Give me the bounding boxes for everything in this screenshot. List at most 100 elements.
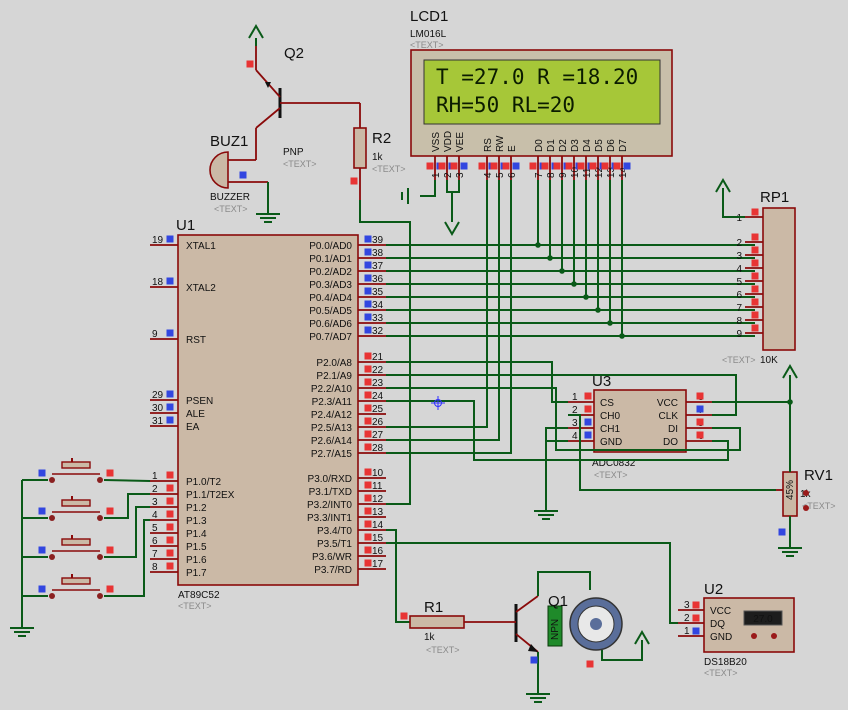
lcd-pin-name: D7 (618, 139, 629, 152)
r1-ref: R1 (424, 599, 443, 616)
u1-right-pin-name: P3.1/TXD (309, 487, 352, 498)
u3-left-pin-name: CH1 (600, 424, 620, 435)
button-contact (97, 515, 103, 521)
u3-part: ADC0832 (592, 458, 636, 469)
p0-lcd-junction (571, 281, 577, 287)
u1-right-pin-name: P0.2/AD2 (309, 267, 352, 278)
rv1-ref: RV1 (804, 467, 833, 484)
lcd-pin-state (623, 162, 631, 170)
u1-right-pin-name: P2.3/A11 (312, 397, 353, 408)
u3-right-pin-state (696, 392, 704, 400)
u1-right-pin-number: 35 (372, 287, 384, 298)
motor-top-wire (537, 571, 591, 596)
u3-left-pin-name: GND (600, 437, 622, 448)
button-contact (97, 477, 103, 483)
u1-ref: U1 (176, 217, 195, 234)
lcd-pin-state (577, 162, 585, 170)
lcd-pin-number: 2 (443, 172, 454, 178)
rv1-text-tag: <TEXT> (802, 501, 836, 511)
u3-left-pin-name: CS (600, 398, 614, 409)
u1-right-pin-name: P0.4/AD4 (309, 293, 352, 304)
u1-right-pin-name: P0.6/AD6 (309, 319, 352, 330)
u1-right-pin-number: 34 (372, 300, 384, 311)
u1-right-pin-number: 24 (372, 391, 384, 402)
u1-left-pin-name: P1.3 (186, 516, 207, 527)
p0-lcd-junction (619, 333, 625, 339)
u3-left-pin-state (584, 392, 592, 400)
u3-right-pin-state (696, 418, 704, 426)
q2-pin-state (246, 60, 254, 68)
u1-left-pin-state (166, 235, 174, 243)
button-pin-state (38, 469, 46, 477)
lcd-pin-state (490, 162, 498, 170)
lcd-pin-name: D1 (546, 139, 557, 152)
r2-to-p3-wire (359, 200, 411, 505)
r1-value: 1k (424, 632, 436, 643)
u1-right-pin-number: 13 (372, 507, 384, 518)
u1-right-pin-state (364, 274, 372, 282)
adc-cs-wire (386, 361, 568, 403)
u1-right-pin-state (364, 494, 372, 502)
q1-pin-state (530, 656, 538, 664)
button-2-cap (61, 499, 91, 507)
u1-left-pin-state (166, 510, 174, 518)
q1-label: NPN (550, 619, 561, 640)
u2-pin-state (692, 627, 700, 635)
u1-left-pin-number: 4 (152, 510, 158, 521)
rp1-pin-number: 9 (736, 329, 742, 340)
u1-left-pin-state (166, 471, 174, 479)
lcd-pin-state (478, 162, 486, 170)
u1-left-pin-name: PSEN (186, 396, 213, 407)
u1-right-pin-number: 10 (372, 468, 384, 479)
buzzer-ref: BUZ1 (210, 133, 248, 150)
u2-pin-name: VCC (710, 606, 731, 617)
u2-pin-state (692, 614, 700, 622)
u1-right-pin-number: 26 (372, 417, 384, 428)
u3-ref: U3 (592, 373, 611, 390)
button-contact (49, 554, 55, 560)
u1-left-pin-state (166, 403, 174, 411)
u1-right-pin-state (364, 443, 372, 451)
button-pin-state (38, 507, 46, 515)
lcd-pin-number: 1 (431, 172, 442, 178)
rp1-text-tag: <TEXT> (722, 355, 756, 365)
rp1-pin-number: 5 (736, 277, 742, 288)
rp1-pin1-wire (722, 188, 745, 218)
lcd-pin-number: 8 (546, 172, 557, 178)
u1-right-pin-state (364, 235, 372, 243)
u1-left-pin-number: 5 (152, 523, 158, 534)
u1-left-pin-number: 29 (152, 390, 164, 401)
lcd-screen (423, 59, 661, 125)
u3-left-pin-number: 1 (572, 392, 578, 403)
rv1-pin-state (778, 528, 786, 536)
lcd-e-wire (386, 180, 512, 454)
u1-right-pin-number: 37 (372, 261, 384, 272)
u2-pin-number: 3 (684, 600, 690, 611)
u1-right-pin-state (364, 378, 372, 386)
lcd-pin-state (450, 162, 458, 170)
p1-2-wire (104, 506, 150, 558)
lcd-pin-number: 9 (558, 172, 569, 178)
rp1-value: 10K (760, 355, 778, 366)
u1-right-pin-name: P2.4/A12 (311, 410, 353, 421)
q1-collector (515, 595, 539, 613)
u3-left-pin-state (584, 405, 592, 413)
lcd-pin-name: VSS (431, 132, 442, 152)
u1-right-pin-number: 12 (372, 494, 384, 505)
u1-left-pin-name: P1.1/T2EX (186, 490, 235, 501)
u1-right-pin-name: P0.5/AD5 (309, 306, 352, 317)
u1-right-pin-name: P2.1/A9 (316, 371, 352, 382)
u2-part: DS18B20 (704, 657, 747, 668)
u1-left-pin-number: 19 (152, 235, 164, 246)
lcd-pin-number: 13 (606, 166, 617, 178)
lcd-rs-wire (386, 180, 488, 428)
cursor-cross-ring (434, 399, 442, 407)
rp1-vcc-arrow (715, 178, 731, 193)
lcd-pin-state (438, 162, 446, 170)
q2-type: PNP (283, 147, 304, 158)
u1-right-pin-number: 25 (372, 404, 384, 415)
u2-reading: 27.0 (753, 614, 773, 625)
u1-left-pin-state (166, 523, 174, 531)
u1-left-pin-number: 1 (152, 471, 158, 482)
lcd-line-2: RH=50 RL=20 (436, 93, 575, 117)
